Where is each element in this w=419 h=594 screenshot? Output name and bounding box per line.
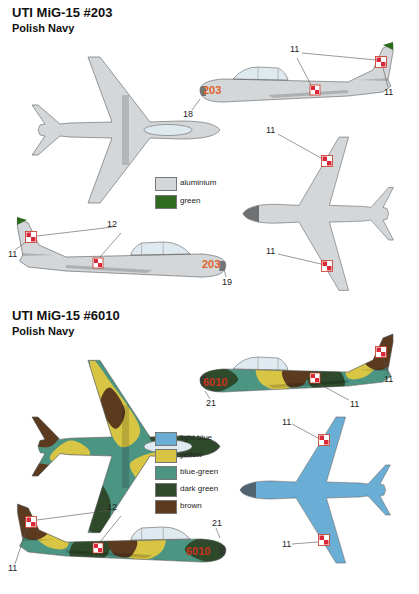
callout-number: 11 [8, 564, 17, 574]
roundel [26, 517, 37, 528]
aircraft-number: 6010 [203, 376, 227, 388]
leader-line [302, 53, 376, 60]
legend-swatch [155, 449, 177, 463]
legend-text: brown [180, 502, 202, 511]
roundel [319, 435, 330, 446]
leader-line [205, 391, 210, 399]
callout-number: 12 [107, 220, 117, 230]
leader-line [100, 233, 121, 257]
callout-number: 11 [282, 418, 291, 428]
leader-line [383, 358, 388, 374]
legend-swatch [155, 483, 177, 497]
leader-line [224, 269, 226, 277]
aircraft-view [240, 417, 390, 563]
legend-text: dark green [180, 485, 218, 494]
aircraft-view [200, 44, 393, 102]
leader-line [15, 528, 27, 564]
leader-line [37, 227, 113, 236]
callout-number: 11 [266, 247, 275, 257]
section-subtitle: Polish Navy [12, 22, 74, 34]
callout-number: 11 [350, 400, 359, 410]
leader-line [100, 516, 121, 542]
roundel [322, 156, 333, 167]
leader-line [292, 424, 318, 438]
roundel [310, 85, 320, 95]
aircraft-view [195, 328, 396, 393]
aircraft-view [17, 219, 225, 277]
roundel [319, 535, 330, 546]
leader-line [15, 242, 26, 250]
leader-line [297, 58, 311, 85]
callout-number: 11 [8, 250, 17, 260]
roundel [322, 261, 333, 272]
aircraft-view [243, 137, 393, 290]
aircraft-view [13, 498, 231, 563]
roundel [310, 373, 320, 383]
leader-line [292, 542, 318, 544]
callout-number: 21 [212, 519, 222, 529]
legend-text: light blue [180, 434, 212, 443]
callout-number: 19 [222, 278, 232, 288]
aircraft-number: 203 [203, 84, 221, 96]
roundel [93, 543, 103, 553]
section-subtitle: Polish Navy [12, 325, 74, 337]
aircraft-view [27, 357, 220, 536]
roundel [376, 57, 387, 68]
roundel [376, 347, 387, 358]
leader-line [192, 99, 200, 110]
legend-text: green [180, 197, 200, 206]
leader-line [319, 384, 349, 400]
callout-number: 11 [282, 540, 291, 550]
leader-line [37, 510, 113, 520]
legend-swatch [155, 466, 177, 480]
section-title: UTI MiG-15 #6010 [12, 309, 120, 323]
legend-text: blue-green [180, 468, 218, 477]
section-title: UTI MiG-15 #203 [12, 6, 112, 20]
leader-line [278, 254, 321, 264]
legend-swatch [155, 177, 177, 191]
legend-swatch [155, 195, 177, 209]
callout-number: 11 [266, 126, 275, 136]
callout-number: 11 [384, 375, 393, 385]
roundel [93, 258, 103, 268]
callout-number: 12 [107, 503, 117, 513]
roundel [26, 232, 37, 243]
callout-number: 11 [290, 45, 299, 55]
leader-line [278, 134, 321, 158]
legend-swatch [155, 500, 177, 514]
legend-swatch [155, 432, 177, 446]
aircraft-view [32, 57, 220, 203]
callout-number: 18 [183, 110, 193, 120]
callout-number: 21 [206, 399, 216, 409]
callout-number: 11 [384, 88, 393, 98]
legend-text: aluminium [180, 179, 216, 188]
aircraft-number: 203 [202, 258, 220, 270]
legend-text: yellow [180, 451, 202, 460]
aircraft-number: 6010 [186, 545, 210, 557]
leader-line [383, 68, 388, 87]
leader-line [216, 528, 220, 538]
